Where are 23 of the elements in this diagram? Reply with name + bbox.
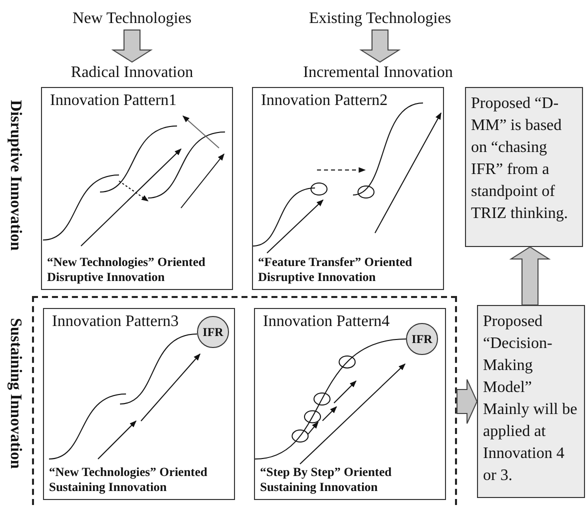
- heading-text: New Technologies: [70, 8, 194, 30]
- note-box: Proposed “D-MM” is based on “chasing IFR” from a standpoint of TRIZ thinking.: [465, 87, 583, 247]
- block-arrow: [509, 246, 551, 306]
- panel-title: Innovation Pattern1: [50, 92, 177, 110]
- dashed-region: [32, 296, 457, 505]
- panel-caption: “Feature Transfer” Oriented Disruptive Innovation: [258, 255, 414, 285]
- block-arrow: [359, 30, 401, 63]
- panel-caption: “Step By Step” Oriented Sustaining Innovation: [260, 465, 393, 495]
- block-arrow: [111, 30, 153, 63]
- panel-title: Innovation Pattern2: [261, 92, 388, 110]
- panel-title: Innovation Pattern4: [263, 313, 390, 331]
- goal-circle: IFR: [406, 323, 438, 355]
- row-label: Disruptive Innovation: [6, 100, 25, 251]
- goal-circle: IFR: [197, 316, 229, 348]
- block-arrow: [456, 379, 478, 424]
- panel-title: Innovation Pattern3: [52, 313, 179, 331]
- panel-caption: “New Technologies” Oriented Disruptive Innovation: [47, 255, 206, 285]
- heading-text: Existing Technologies: [305, 8, 455, 30]
- row-label: Sustaining Innovation: [6, 318, 25, 469]
- heading-text: Incremental Innovation: [298, 62, 458, 84]
- heading-text: Radical Innovation: [62, 62, 202, 84]
- note-box: Proposed “Decision-Making Model” Mainly will be applied at Innovation 4 or 3.: [477, 305, 585, 498]
- panel-caption: “New Technologies” Oriented Sustaining Innovation: [49, 465, 208, 495]
